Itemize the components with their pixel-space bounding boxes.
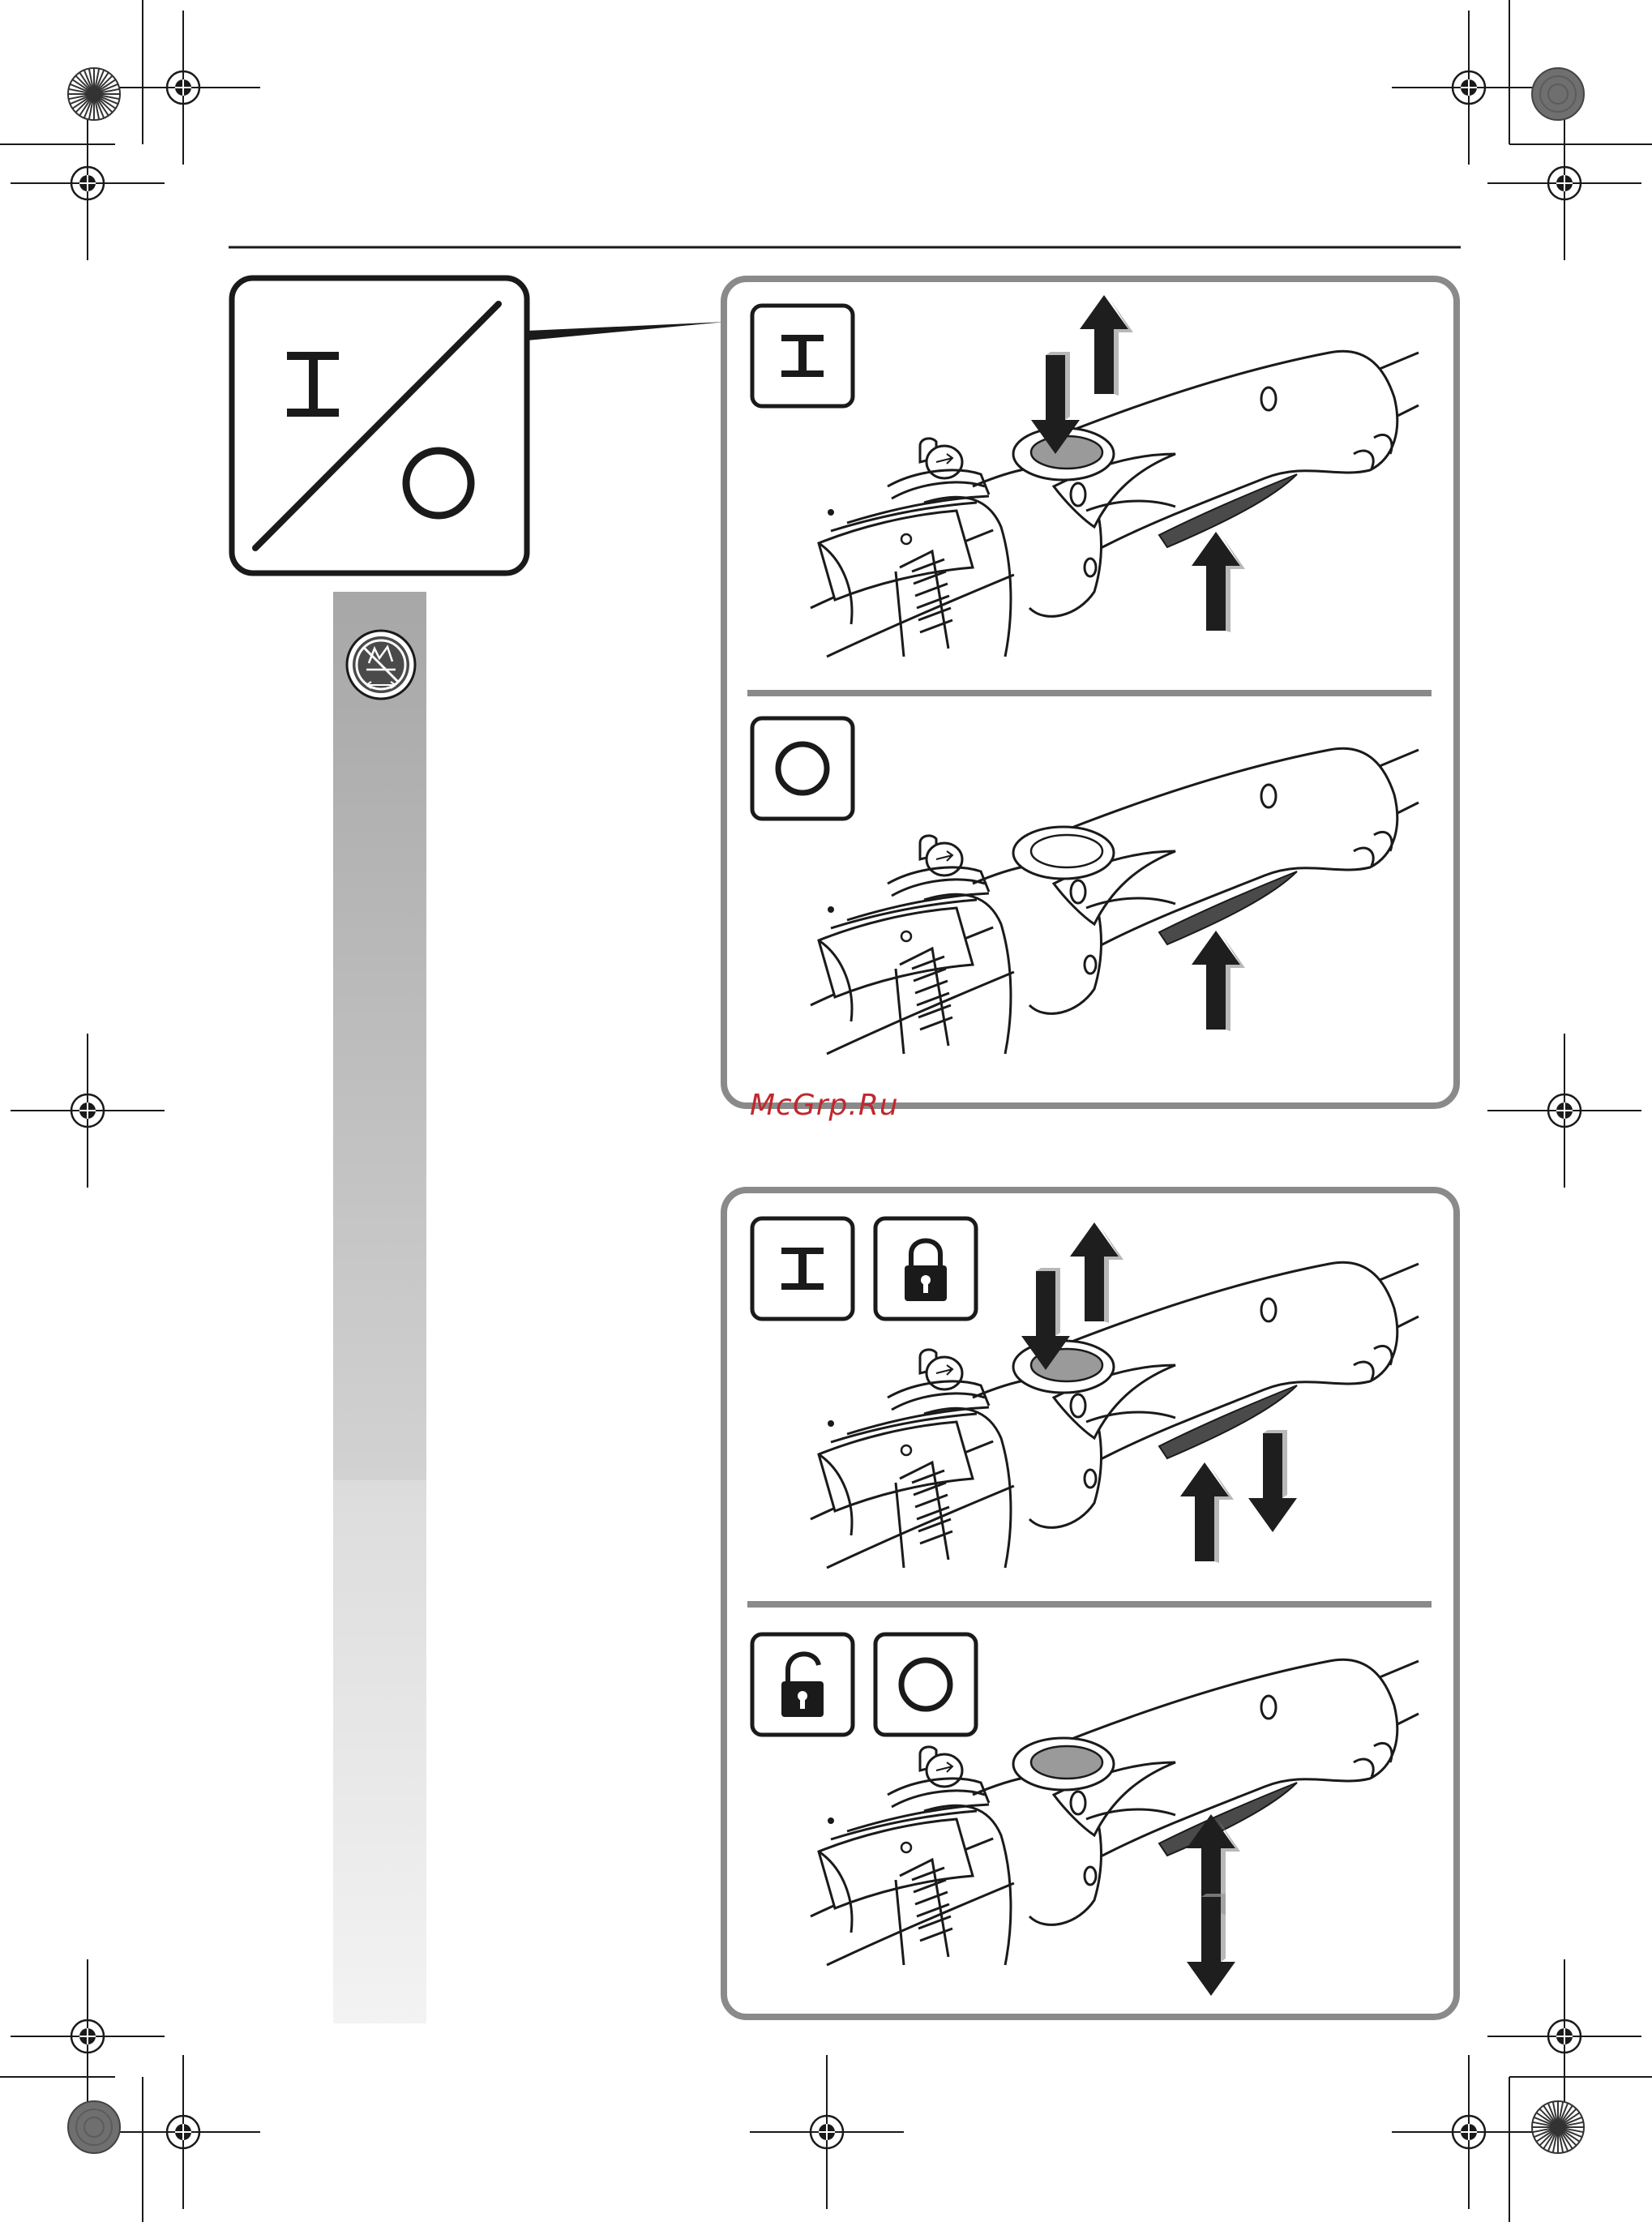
off-symbol-icon bbox=[875, 1634, 976, 1735]
sidebar-strip bbox=[333, 592, 426, 2023]
watermark-text: McGrp.Ru bbox=[750, 1089, 899, 1122]
callout-pointer bbox=[527, 322, 725, 340]
panel-switch-on-off bbox=[724, 279, 1457, 1106]
on-symbol-icon bbox=[752, 1218, 853, 1319]
on-symbol-icon bbox=[752, 306, 853, 406]
lock-open-icon bbox=[752, 1634, 853, 1735]
off-symbol-icon bbox=[752, 718, 853, 819]
no-ground-contact-icon bbox=[347, 631, 415, 699]
lock-closed-icon bbox=[875, 1218, 976, 1319]
panel-continuous-operation bbox=[724, 1190, 1457, 2017]
on-off-symbol-box bbox=[232, 278, 725, 573]
